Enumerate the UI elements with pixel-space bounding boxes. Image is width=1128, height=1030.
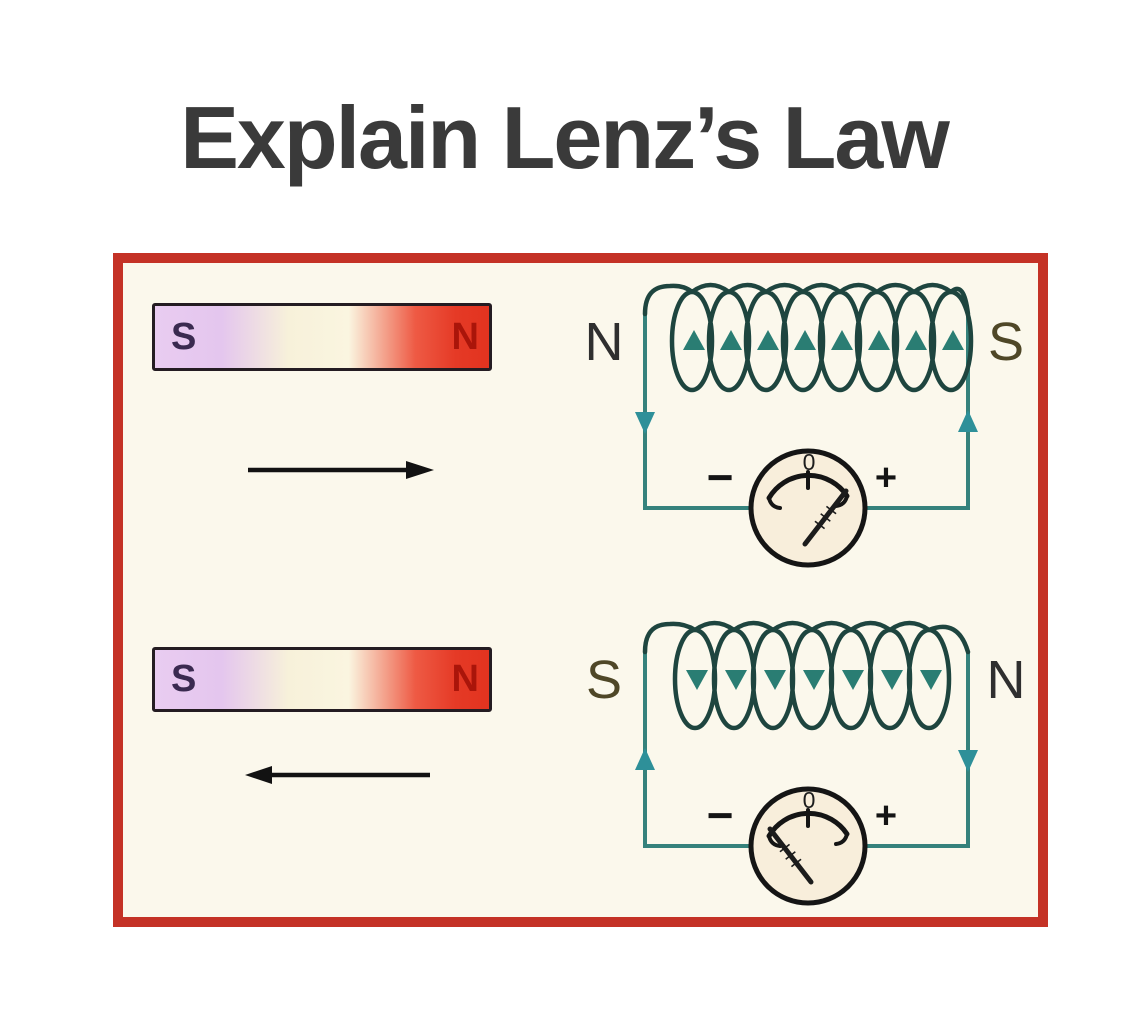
- coil-current-arrow: [683, 330, 705, 350]
- coil-current-arrow: [803, 670, 825, 690]
- coil-circuit-bottom: S N 0 − +: [586, 620, 1026, 906]
- coil-left-pole-label: N: [585, 312, 624, 372]
- magnet-motion-arrow-right: [248, 461, 434, 479]
- coil-current-arrow: [842, 670, 864, 690]
- coil-current-arrow: [764, 670, 786, 690]
- needle-hatch: [814, 520, 826, 530]
- coil-current-arrow: [831, 330, 853, 350]
- magnet-motion-arrow-left: [245, 766, 430, 784]
- galvanometer: 0: [748, 786, 868, 906]
- lead-arrow-left: [635, 748, 655, 770]
- coil-path: [642, 282, 974, 393]
- bar-magnet-bottom: S N: [152, 647, 492, 712]
- coil-current-arrow: [881, 670, 903, 690]
- magnet-north-label: N: [451, 658, 479, 700]
- lead-arrow-left: [635, 412, 655, 434]
- needle-group: [767, 826, 814, 885]
- coil-current-arrow: [905, 330, 927, 350]
- coil-circuit-top: N S 0 − +: [585, 282, 1024, 568]
- needle-hatch: [779, 843, 791, 853]
- needle-hatch: [825, 505, 837, 515]
- galvanometer-scale-hooks: [767, 832, 849, 848]
- coil-path: [642, 620, 971, 731]
- coil-current-arrow: [720, 330, 742, 350]
- coil-current-arrow: [725, 670, 747, 690]
- coil-left-pole-label: S: [586, 650, 622, 710]
- lead-arrow-right: [958, 750, 978, 772]
- coil-current-arrow: [920, 670, 942, 690]
- magnet-south-label: S: [171, 658, 197, 700]
- coil-group: [635, 282, 978, 434]
- coil-current-arrow: [942, 330, 964, 350]
- coil-current-arrow: [868, 330, 890, 350]
- coil-group: [635, 620, 978, 772]
- plus-terminal-label: +: [875, 795, 897, 837]
- coil-right-pole-label: S: [988, 312, 1024, 372]
- needle-hatch: [820, 513, 831, 522]
- galvanometer: 0: [748, 448, 868, 568]
- needle-hatch: [785, 851, 796, 860]
- coil-current-arrow: [794, 330, 816, 350]
- coil-current-arrow: [757, 330, 779, 350]
- needle-group: [802, 488, 849, 547]
- galvanometer-zero-label: 0: [803, 449, 816, 475]
- arrow-head: [245, 766, 272, 784]
- coil-right-pole-label: N: [987, 650, 1026, 710]
- galvanometer-dial: [748, 448, 868, 568]
- minus-terminal-label: −: [707, 789, 734, 841]
- galvanometer-zero-label: 0: [803, 787, 816, 813]
- bar-magnet-top: S N: [152, 303, 492, 371]
- magnet-south-label: S: [171, 315, 197, 358]
- galvanometer-dial: [748, 786, 868, 906]
- coil-current-arrow: [686, 670, 708, 690]
- page-title: Explain Lenz’s Law: [180, 88, 950, 187]
- plus-terminal-label: +: [875, 457, 897, 499]
- needle-hatch: [790, 858, 802, 868]
- magnet-north-label: N: [451, 315, 479, 358]
- arrow-head: [406, 461, 434, 479]
- minus-terminal-label: −: [707, 451, 734, 503]
- lead-arrow-right: [958, 410, 978, 432]
